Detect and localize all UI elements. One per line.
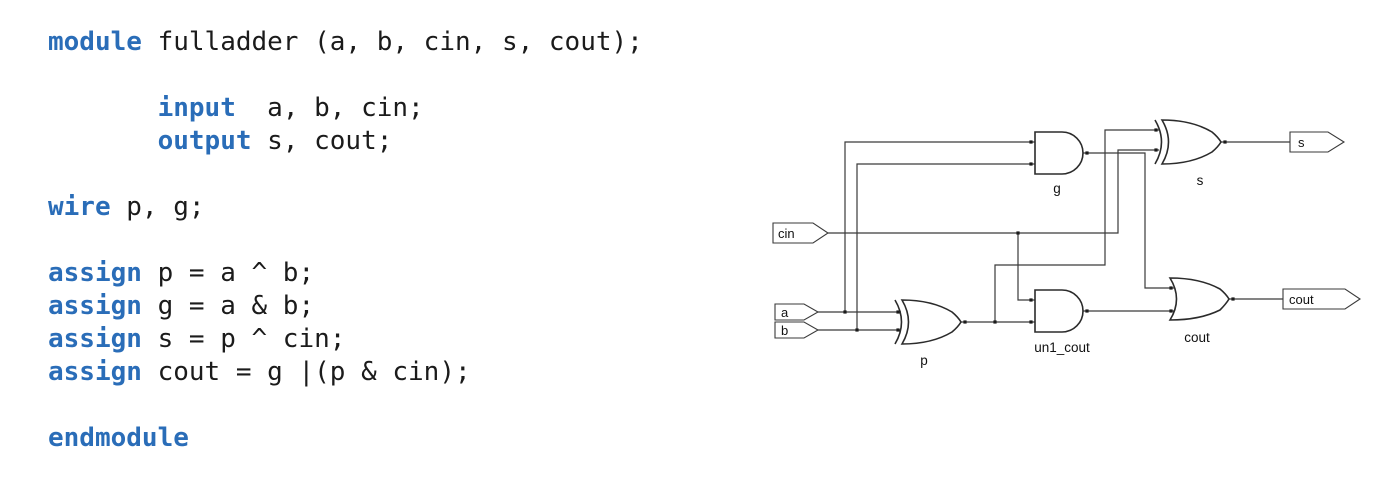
code-line-blank bbox=[48, 158, 700, 191]
cin-port-label: cin bbox=[778, 226, 795, 241]
xor-gate-p bbox=[900, 299, 962, 345]
pin-dot bbox=[1085, 309, 1089, 313]
pin-dot bbox=[1169, 309, 1173, 313]
code-token: assign bbox=[48, 258, 142, 288]
junction-dot bbox=[855, 328, 859, 332]
code-line-wire: wire p, g; bbox=[48, 191, 700, 224]
a-port-label: a bbox=[781, 305, 789, 320]
pin-dot bbox=[1029, 320, 1033, 324]
pin-dot bbox=[1154, 148, 1158, 152]
code-token: s = p ^ cin; bbox=[141, 324, 346, 354]
code-line-blank bbox=[48, 224, 700, 257]
code-line-blank bbox=[48, 59, 700, 92]
wire-cin-to-sxor bbox=[1018, 149, 1159, 234]
pin-dot bbox=[896, 310, 900, 314]
code-token: assign bbox=[48, 291, 142, 321]
junction-dot bbox=[993, 320, 997, 324]
code-token: input bbox=[157, 93, 236, 123]
code-line-output: output s, cout; bbox=[48, 125, 700, 158]
wire-g-to-cout-or bbox=[1083, 152, 1174, 289]
schematic-svg: cin a b s cout g p un1_cout s cout bbox=[772, 119, 1361, 368]
code-token bbox=[48, 93, 158, 123]
wire-p-to-sxor bbox=[994, 129, 1159, 322]
s-port-label: s bbox=[1298, 135, 1305, 150]
junction-dot bbox=[1016, 231, 1020, 235]
pin-dot bbox=[963, 320, 967, 324]
pin-dot bbox=[1169, 286, 1173, 290]
or-gate-cout bbox=[1168, 277, 1230, 321]
code-line-input: input a, b, cin; bbox=[48, 92, 700, 125]
code-line-assign-s: assign s = p ^ cin; bbox=[48, 323, 700, 356]
pin-dot bbox=[1085, 151, 1089, 155]
cout-port-label: cout bbox=[1289, 292, 1314, 307]
and-gate-un1-cout bbox=[1034, 289, 1084, 333]
wires bbox=[818, 129, 1290, 331]
output-port-cout bbox=[1282, 288, 1361, 310]
wire-b-to-g bbox=[856, 163, 1035, 330]
xor-gate-s bbox=[1160, 119, 1222, 165]
code-token: g = a & b; bbox=[141, 291, 315, 321]
code-token: output bbox=[157, 126, 252, 156]
xor-gate-s-arc bbox=[1154, 119, 1163, 165]
code-line-assign-g: assign g = a & b; bbox=[48, 290, 700, 323]
ports bbox=[772, 131, 1361, 339]
code-token: fulladder (a, b, cin, s, cout); bbox=[141, 27, 643, 57]
pin-dot bbox=[1154, 128, 1158, 132]
code-line-assign-p: assign p = a ^ b; bbox=[48, 257, 700, 290]
wire-cin-to-un1cout bbox=[1017, 233, 1035, 301]
code-token: cout = g |(p & cin); bbox=[141, 357, 471, 387]
code-token bbox=[48, 126, 158, 156]
pin-dot bbox=[1029, 162, 1033, 166]
code-token: p, g; bbox=[110, 192, 205, 222]
pin-dot bbox=[896, 328, 900, 332]
input-port-a bbox=[774, 303, 820, 321]
pin-dot bbox=[1223, 140, 1227, 144]
pin-dot bbox=[1029, 140, 1033, 144]
junction-dots bbox=[843, 128, 1235, 332]
p-gate-label: p bbox=[920, 353, 928, 368]
and-gate-g bbox=[1034, 131, 1084, 175]
wire-a-to-g bbox=[844, 141, 1035, 312]
output-port-s bbox=[1289, 131, 1346, 153]
junction-dot bbox=[843, 310, 847, 314]
code-panel: module fulladder (a, b, cin, s, cout); i… bbox=[48, 26, 700, 455]
gates bbox=[894, 119, 1230, 345]
code-line-blank bbox=[48, 389, 700, 422]
b-port-label: b bbox=[781, 323, 788, 338]
cout-gate-label: cout bbox=[1184, 330, 1210, 345]
code-token: module bbox=[48, 27, 142, 57]
input-port-cin bbox=[772, 222, 829, 244]
code-token: assign bbox=[48, 357, 142, 387]
labels: cin a b s cout g p un1_cout s cout bbox=[778, 135, 1314, 368]
code-token: s, cout; bbox=[251, 126, 393, 156]
code-token: assign bbox=[48, 324, 142, 354]
g-gate-label: g bbox=[1053, 181, 1061, 196]
pin-dot bbox=[1231, 297, 1235, 301]
code-token: wire bbox=[48, 192, 111, 222]
input-port-b bbox=[774, 321, 820, 339]
un1-cout-gate-label: un1_cout bbox=[1034, 340, 1090, 355]
code-line-endmodule: endmodule bbox=[48, 422, 700, 455]
code-token: p = a ^ b; bbox=[141, 258, 315, 288]
code-line-module: module fulladder (a, b, cin, s, cout); bbox=[48, 26, 700, 59]
code-line-assign-cout: assign cout = g |(p & cin); bbox=[48, 356, 700, 389]
s-gate-label: s bbox=[1197, 173, 1204, 188]
code-token: endmodule bbox=[48, 423, 189, 453]
xor-gate-p-arc bbox=[894, 299, 903, 345]
pin-dot bbox=[1029, 298, 1033, 302]
schematic-panel: cin a b s cout g p un1_cout s cout bbox=[700, 0, 1397, 500]
code-token: a, b, cin; bbox=[235, 93, 424, 123]
